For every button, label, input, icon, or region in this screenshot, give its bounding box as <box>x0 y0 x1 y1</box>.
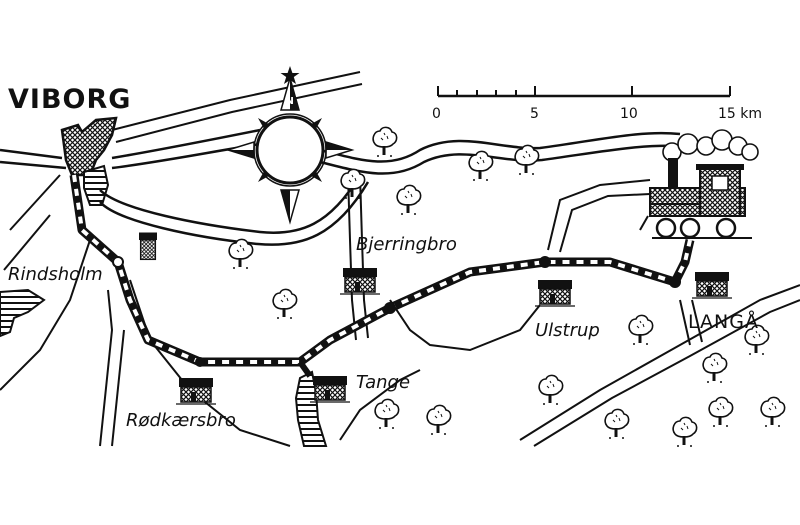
place-label-viborg: VIBORG <box>8 84 131 115</box>
lake-rindsholm <box>0 288 46 338</box>
scale-tick-5: 5 <box>530 106 539 122</box>
place-label-langa: LANGÅ <box>688 310 759 333</box>
place-label-ulstrup: Ulstrup <box>535 320 600 341</box>
place-label-rindsholm: Rindsholm <box>8 264 103 285</box>
scale-bar: 0 5 10 15 km <box>432 86 762 122</box>
scale-tick-15-km: 15 km <box>718 106 762 122</box>
scale-tick-0: 0 <box>432 106 441 122</box>
scale-tick-10: 10 <box>620 106 638 122</box>
place-label-rodkaersbro: Rødkærsbro <box>126 410 236 431</box>
steam-locomotive-icon <box>639 129 759 239</box>
railway-line <box>69 174 695 378</box>
station-marker <box>539 256 551 268</box>
junction-marker <box>112 256 124 268</box>
compass-north-label: N <box>286 96 294 107</box>
house-icon <box>139 232 733 405</box>
place-label-bjerringbro: Bjerringbro <box>356 234 457 255</box>
star-icon <box>280 66 300 84</box>
place-label-tange: Tange <box>356 372 410 393</box>
station-marker <box>669 276 681 288</box>
station-marker <box>384 302 396 314</box>
compass-rose-icon: N <box>225 66 355 225</box>
station-marker <box>195 357 205 367</box>
lake-viborg <box>60 116 118 206</box>
